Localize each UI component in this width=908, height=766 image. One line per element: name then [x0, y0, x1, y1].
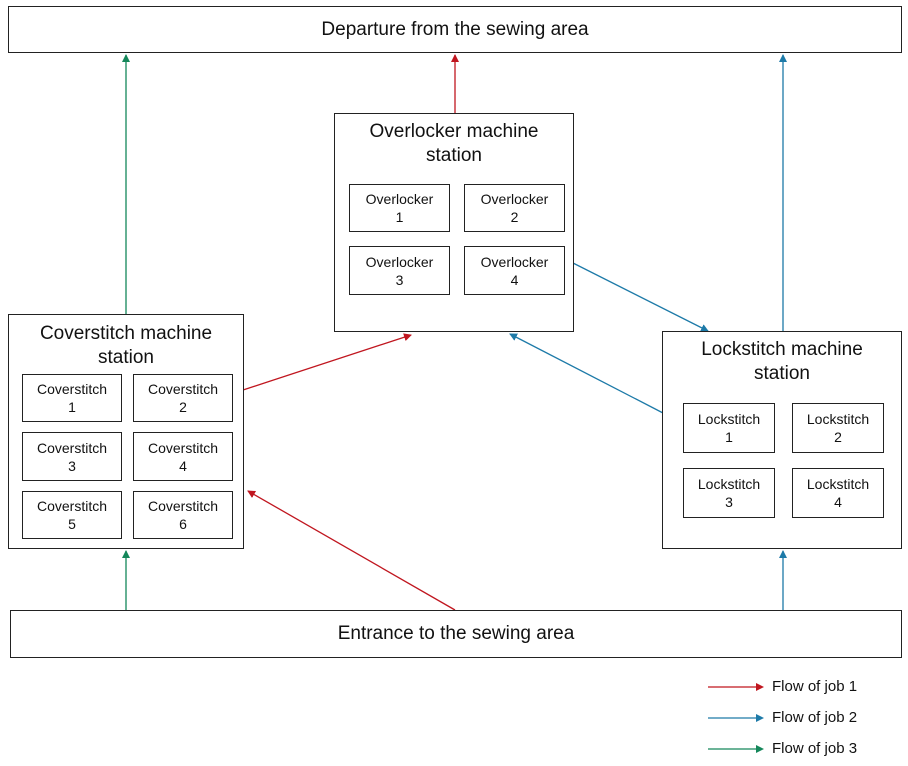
machine-name: Coverstitch	[36, 381, 108, 397]
machine-number: 3	[725, 494, 733, 510]
legend-item-job2: Flow of job 2	[708, 709, 857, 726]
overlocker-title-line1: Overlocker machine	[369, 121, 539, 142]
machine-name: Overlocker	[480, 191, 549, 207]
machine-name: Lockstitch	[697, 476, 761, 492]
coverstitch-title-line1: Coverstitch machine	[39, 323, 213, 344]
coverstitch-machine-5: Coverstitch 5	[22, 491, 122, 539]
lockstitch-machine-2: Lockstitch 2	[792, 403, 884, 453]
machine-number: 2	[510, 209, 519, 225]
machine-number: 3	[395, 271, 404, 288]
machine-name: Overlocker	[365, 191, 434, 207]
overlocker-machine-1: Overlocker 1	[349, 184, 450, 232]
coverstitch-station-title: Coverstitch machine station	[9, 322, 243, 370]
job1-coverstitch-to-overlocker-arrow	[242, 333, 412, 391]
lockstitch-title-line2: station	[754, 363, 810, 384]
legend-job2-arrow-icon	[708, 713, 764, 722]
legend-job3-arrow-icon	[708, 744, 764, 753]
legend-item-job1: Flow of job 1	[708, 678, 857, 695]
machine-number: 3	[68, 457, 76, 474]
machine-number: 5	[68, 516, 76, 532]
machine-name: Lockstitch	[806, 411, 870, 427]
departure-area: Departure from the sewing area	[8, 6, 902, 53]
machine-number: 1	[725, 429, 733, 445]
lockstitch-station: Lockstitch machine station Lockstitch 1 …	[662, 331, 902, 549]
machine-number: 1	[68, 399, 76, 415]
entrance-area: Entrance to the sewing area	[10, 610, 902, 658]
coverstitch-machine-3: Coverstitch 3	[22, 432, 122, 481]
machine-number: 4	[834, 494, 842, 510]
machine-number: 2	[834, 429, 842, 445]
machine-number: 6	[179, 516, 187, 532]
machine-name: Overlocker	[365, 253, 434, 270]
machine-name: Lockstitch	[806, 476, 870, 492]
machine-name: Coverstitch	[36, 498, 108, 514]
machine-name: Coverstitch	[147, 381, 219, 397]
legend-label-job3: Flow of job 3	[772, 740, 858, 757]
job2-overlocker-to-lockstitch-arrow	[572, 262, 709, 332]
coverstitch-machine-2: Coverstitch 2	[133, 374, 233, 422]
machine-name: Coverstitch	[147, 498, 219, 514]
coverstitch-station: Coverstitch machine station Coverstitch …	[8, 314, 244, 549]
lockstitch-machine-1: Lockstitch 1	[683, 403, 775, 453]
job2-lockstitch-to-overlocker-arrow	[509, 333, 664, 414]
entrance-label: Entrance to the sewing area	[337, 623, 575, 644]
overlocker-station: Overlocker machine station Overlocker 1 …	[334, 113, 574, 332]
legend-job1-arrow-icon	[708, 682, 764, 691]
machine-number: 4	[179, 457, 187, 474]
lockstitch-machine-4: Lockstitch 4	[792, 468, 884, 518]
coverstitch-title-line2: station	[98, 347, 154, 368]
lockstitch-machine-3: Lockstitch 3	[683, 468, 775, 518]
coverstitch-machine-1: Coverstitch 1	[22, 374, 122, 422]
departure-label: Departure from the sewing area	[321, 18, 589, 40]
overlocker-machine-2: Overlocker 2	[464, 184, 565, 232]
job1-entrance-to-coverstitch-arrow	[247, 490, 456, 611]
machine-number: 4	[510, 271, 519, 288]
machine-name: Coverstitch	[147, 439, 219, 456]
lockstitch-station-title: Lockstitch machine station	[663, 338, 901, 386]
legend-item-job3: Flow of job 3	[708, 740, 857, 757]
lockstitch-title-line1: Lockstitch machine	[701, 339, 863, 360]
machine-name: Lockstitch	[697, 411, 761, 427]
machine-number: 2	[179, 399, 187, 415]
coverstitch-machine-4: Coverstitch 4	[133, 432, 233, 481]
legend-label-job1: Flow of job 1	[772, 678, 858, 695]
machine-name: Coverstitch	[36, 439, 108, 456]
overlocker-machine-3: Overlocker 3	[349, 246, 450, 295]
machine-number: 1	[395, 209, 404, 225]
coverstitch-machine-6: Coverstitch 6	[133, 491, 233, 539]
overlocker-machine-4: Overlocker 4	[464, 246, 565, 295]
overlocker-title-line2: station	[426, 145, 482, 166]
overlocker-station-title: Overlocker machine station	[335, 120, 573, 168]
machine-name: Overlocker	[480, 253, 549, 270]
legend-label-job2: Flow of job 2	[772, 709, 858, 726]
